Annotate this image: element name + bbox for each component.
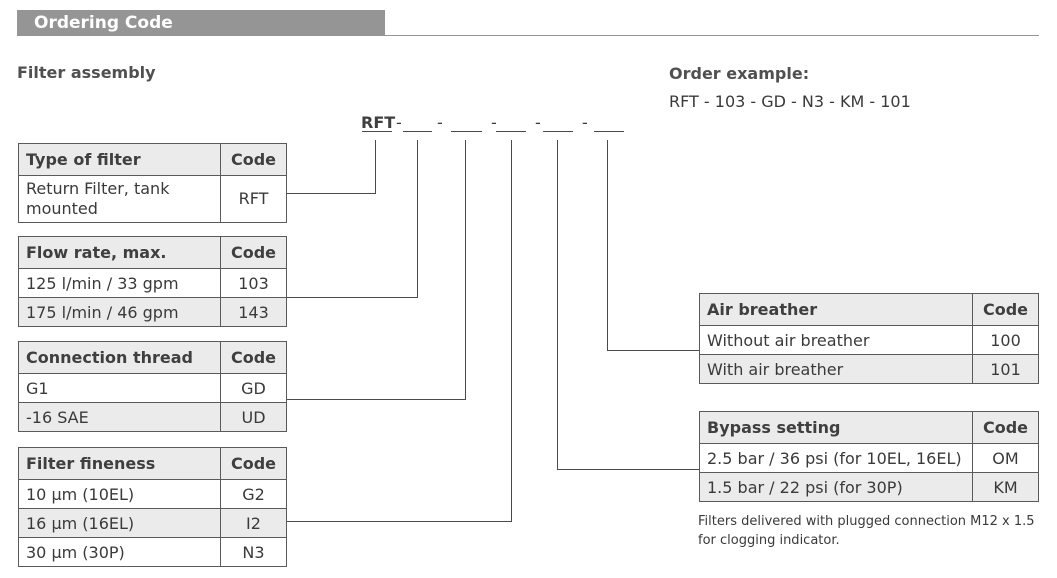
- bypass-row-label: 1.5 bar / 22 psi (for 30P): [699, 472, 973, 502]
- type-row-label: Return Filter, tank mounted: [18, 175, 221, 223]
- filter-assembly-heading: Filter assembly: [17, 63, 156, 82]
- connector-fineness: [286, 140, 512, 522]
- thread-row-label: -16 SAE: [18, 402, 221, 432]
- type-of-filter-table: Type of filter Code Return Filter, tank …: [18, 143, 287, 223]
- filter-fineness-header: Filter fineness: [18, 447, 221, 480]
- filter-fineness-table: Filter fineness Code 10 µm (10EL) G2 16 …: [18, 447, 287, 567]
- connector-bypass: [557, 140, 699, 470]
- footnote-line-2: for clogging indicator.: [698, 533, 840, 548]
- fineness-row-code: N3: [220, 537, 287, 567]
- fineness-row-label: 10 µm (10EL): [18, 479, 221, 509]
- fineness-row-code: I2: [220, 508, 287, 538]
- breather-row-code: 101: [972, 354, 1039, 384]
- connector-type: [286, 140, 376, 194]
- code-sep-5: -: [582, 113, 588, 132]
- code-header: Code: [972, 293, 1039, 326]
- bypass-setting-header: Bypass setting: [699, 411, 973, 444]
- code-header: Code: [220, 143, 287, 176]
- breather-row-label: Without air breather: [699, 325, 973, 355]
- connection-thread-header: Connection thread: [18, 341, 221, 374]
- connector-breather: [607, 140, 699, 351]
- fineness-row-label: 16 µm (16EL): [18, 508, 221, 538]
- connector-thread: [286, 140, 466, 400]
- fineness-row-code: G2: [220, 479, 287, 509]
- type-row-code: RFT: [220, 175, 287, 223]
- thread-row-code: GD: [220, 373, 287, 403]
- code-header: Code: [220, 236, 287, 269]
- connector-flow: [286, 140, 418, 298]
- thread-row-code: UD: [220, 402, 287, 432]
- breather-row-code: 100: [972, 325, 1039, 355]
- order-example-value: RFT - 103 - GD - N3 - KM - 101: [669, 92, 911, 111]
- flow-row-label: 175 l/min / 46 gpm: [18, 297, 221, 327]
- type-of-filter-header: Type of filter: [18, 143, 221, 176]
- code-sep-2: -: [437, 113, 443, 132]
- code-sep-3: -: [491, 113, 497, 132]
- flow-row-code: 143: [220, 297, 287, 327]
- flow-rate-header: Flow rate, max.: [18, 236, 221, 269]
- flow-row-code: 103: [220, 268, 287, 298]
- air-breather-header: Air breather: [699, 293, 973, 326]
- footnote-line-1: Filters delivered with plugged connectio…: [698, 514, 1035, 529]
- footnote: Filters delivered with plugged connectio…: [698, 512, 1035, 550]
- bypass-setting-table: Bypass setting Code 2.5 bar / 36 psi (fo…: [699, 411, 1039, 502]
- section-title: Ordering Code: [34, 13, 173, 33]
- fineness-row-label: 30 µm (30P): [18, 537, 221, 567]
- code-sep-1: -: [396, 113, 402, 132]
- section-header: Ordering Code: [17, 10, 385, 36]
- code-sep-4: -: [535, 113, 541, 132]
- thread-row-label: G1: [18, 373, 221, 403]
- air-breather-table: Air breather Code Without air breather 1…: [699, 293, 1039, 384]
- header-divider: [385, 35, 1039, 36]
- order-example-label: Order example:: [669, 64, 810, 83]
- flow-row-label: 125 l/min / 33 gpm: [18, 268, 221, 298]
- code-header: Code: [972, 411, 1039, 444]
- code-header: Code: [220, 447, 287, 480]
- bypass-row-code: KM: [972, 472, 1039, 502]
- code-header: Code: [220, 341, 287, 374]
- flow-rate-table: Flow rate, max. Code 125 l/min / 33 gpm …: [18, 236, 287, 327]
- bypass-row-code: OM: [972, 443, 1039, 473]
- code-prefix: RFT: [361, 113, 396, 132]
- connection-thread-table: Connection thread Code G1 GD -16 SAE UD: [18, 341, 287, 432]
- bypass-row-label: 2.5 bar / 36 psi (for 10EL, 16EL): [699, 443, 973, 473]
- breather-row-label: With air breather: [699, 354, 973, 384]
